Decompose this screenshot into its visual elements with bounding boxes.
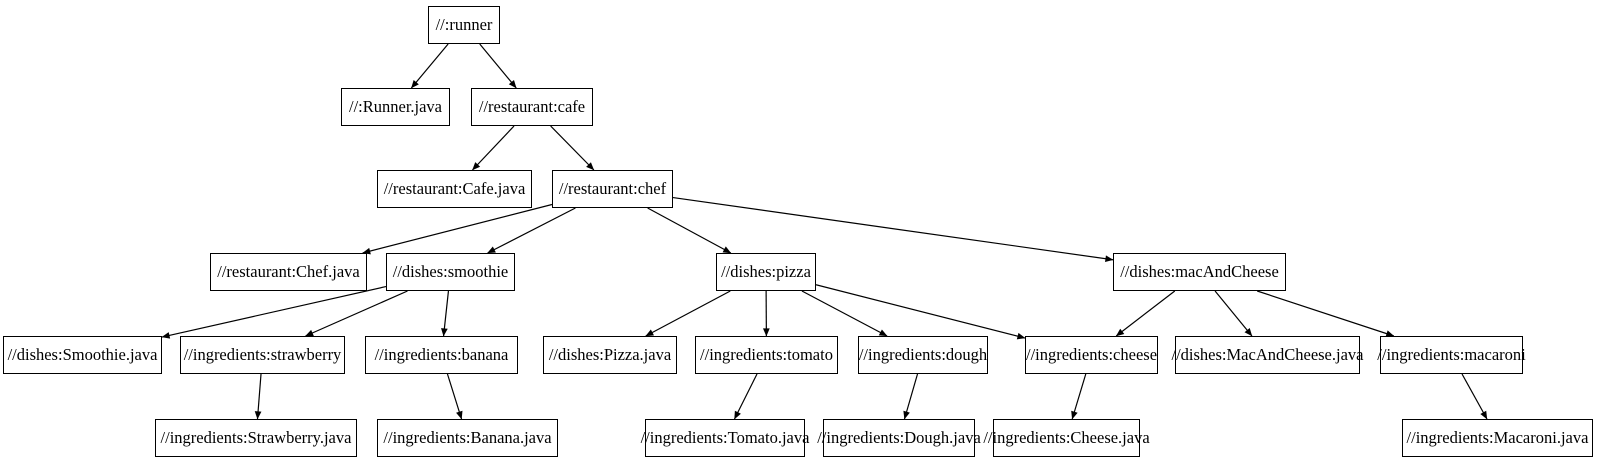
node-pizza: //dishes:pizza [716,253,816,291]
node-chef: //restaurant:chef [552,170,673,208]
edge-smoothie-to-strawberry [305,290,408,337]
edge-macaroni-to-macaroni-java [1461,373,1488,420]
edge-chef-to-mac-and-cheese [672,196,1114,263]
node-mac-and-cheese-java: //dishes:MacAndCheese.java [1172,336,1364,374]
edge-pizza-to-cheese [815,284,1026,340]
node-dough-java: //ingredients:Dough.java [817,419,981,457]
edge-pizza-to-dough [801,290,888,337]
node-smoothie: //dishes:smoothie [386,253,515,291]
edge-smoothie-to-smoothie-java [161,285,387,339]
node-tomato: //ingredients:tomato [695,336,838,374]
node-chef-java: //restaurant:Chef.java [210,253,367,291]
edge-dough-to-dough-java [903,373,919,420]
node-mac-and-cheese: //dishes:macAndCheese [1113,253,1286,291]
edge-cheese-to-cheese-java [1071,373,1087,420]
node-strawberry: //ingredients:strawberry [180,336,345,374]
edge-banana-to-banana-java [446,373,463,420]
node-banana-java: //ingredients:Banana.java [377,419,558,457]
edge-cafe-to-cafe-java [472,125,515,171]
edge-chef-to-chef-java [362,203,553,255]
node-cafe: //restaurant:cafe [471,88,593,126]
edge-pizza-to-pizza-java [645,290,731,337]
edge-mac-and-cheese-to-cheese [1115,290,1176,337]
node-strawberry-java: //ingredients:Strawberry.java [155,419,357,457]
edge-chef-to-smoothie [487,207,576,254]
edge-strawberry-to-strawberry-java [254,373,262,420]
edge-cafe-to-chef [550,125,595,171]
node-banana: //ingredients:banana [365,336,518,374]
edge-runner-to-runner-java [410,43,449,89]
node-tomato-java: //ingredients:Tomato.java [641,419,809,457]
node-smoothie-java: //dishes:Smoothie.java [3,336,162,374]
edge-mac-and-cheese-to-mac-and-cheese-java [1214,290,1253,337]
node-macaroni: //ingredients:macaroni [1377,336,1526,374]
node-macaroni-java: //ingredients:Macaroni.java [1402,419,1593,457]
node-pizza-java: //dishes:Pizza.java [543,336,677,374]
node-cheese: //ingredients:cheese [1025,336,1158,374]
edge-runner-to-cafe [479,43,517,89]
node-cafe-java: //restaurant:Cafe.java [377,170,532,208]
edge-mac-and-cheese-to-macaroni [1256,290,1395,337]
edge-chef-to-pizza [647,207,732,254]
edge-smoothie-to-banana [441,290,450,337]
node-runner-java: //:Runner.java [341,88,450,126]
node-cheese-java: //ingredients:Cheese.java [983,419,1150,457]
edge-tomato-to-tomato-java [733,373,758,420]
node-runner: //:runner [428,6,500,44]
node-dough: //ingredients:dough [858,336,988,374]
